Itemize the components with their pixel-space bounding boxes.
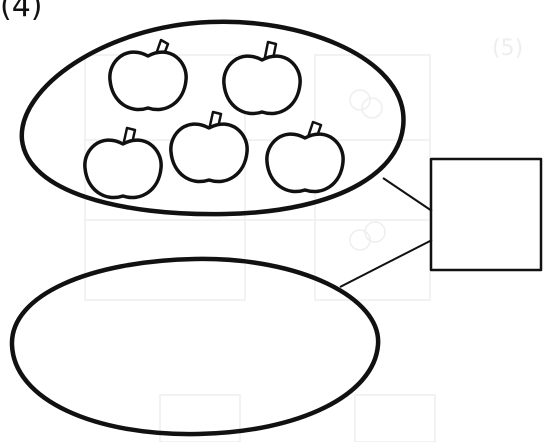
bottom-group-oval[interactable]: [9, 256, 381, 437]
svg-text:(5): (5): [492, 36, 523, 61]
bottom-connector-line: [339, 239, 433, 288]
answer-box[interactable]: [429, 157, 543, 272]
apple-1: [108, 38, 188, 112]
apple-3: [83, 126, 163, 200]
top-group-oval: [19, 19, 406, 217]
apple-2: [222, 40, 302, 116]
top-connector-line: [382, 177, 433, 212]
background-ghost-marks: (5): [84, 36, 523, 442]
apple-4: [169, 110, 249, 184]
problem-number-label: (4): [0, 0, 43, 24]
apple-5: [265, 120, 345, 194]
